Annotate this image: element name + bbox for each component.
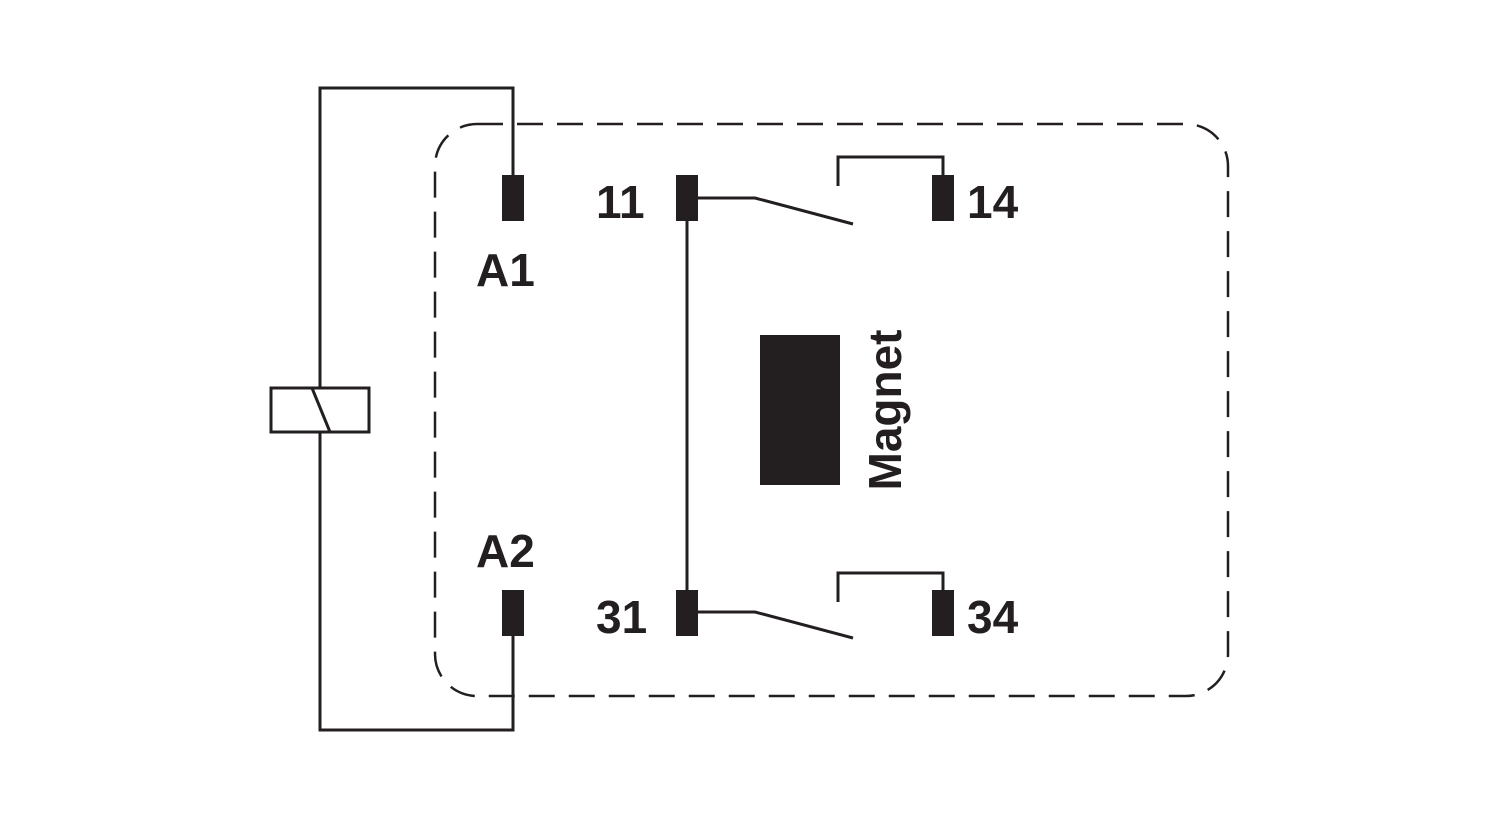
magnet-label: Magnet	[859, 330, 911, 491]
terminal-34	[932, 590, 954, 636]
terminal-34-label: 34	[967, 591, 1019, 643]
terminal-a1-label: A1	[476, 244, 535, 296]
coil-symbol	[269, 386, 371, 434]
switch-arm-lower	[698, 610, 854, 640]
switch-arm-upper	[698, 196, 854, 226]
terminal-a2-label: A2	[476, 525, 535, 577]
coil-circuit-wire-lower	[318, 432, 515, 732]
terminal-11-label: 11	[596, 176, 645, 228]
contact-34-bracket	[836, 571, 945, 602]
contact-14-bracket	[836, 155, 945, 186]
terminal-11	[676, 175, 698, 221]
relay-housing-outline	[433, 122, 1230, 698]
terminal-14	[932, 175, 954, 221]
terminal-14-label: 14	[967, 176, 1019, 228]
terminal-31	[676, 590, 698, 636]
terminal-a2	[502, 590, 524, 636]
coil-circuit-wire	[318, 86, 515, 388]
magnet-block	[760, 335, 840, 485]
terminal-a1	[502, 175, 524, 221]
terminal-31-label: 31	[596, 591, 647, 643]
